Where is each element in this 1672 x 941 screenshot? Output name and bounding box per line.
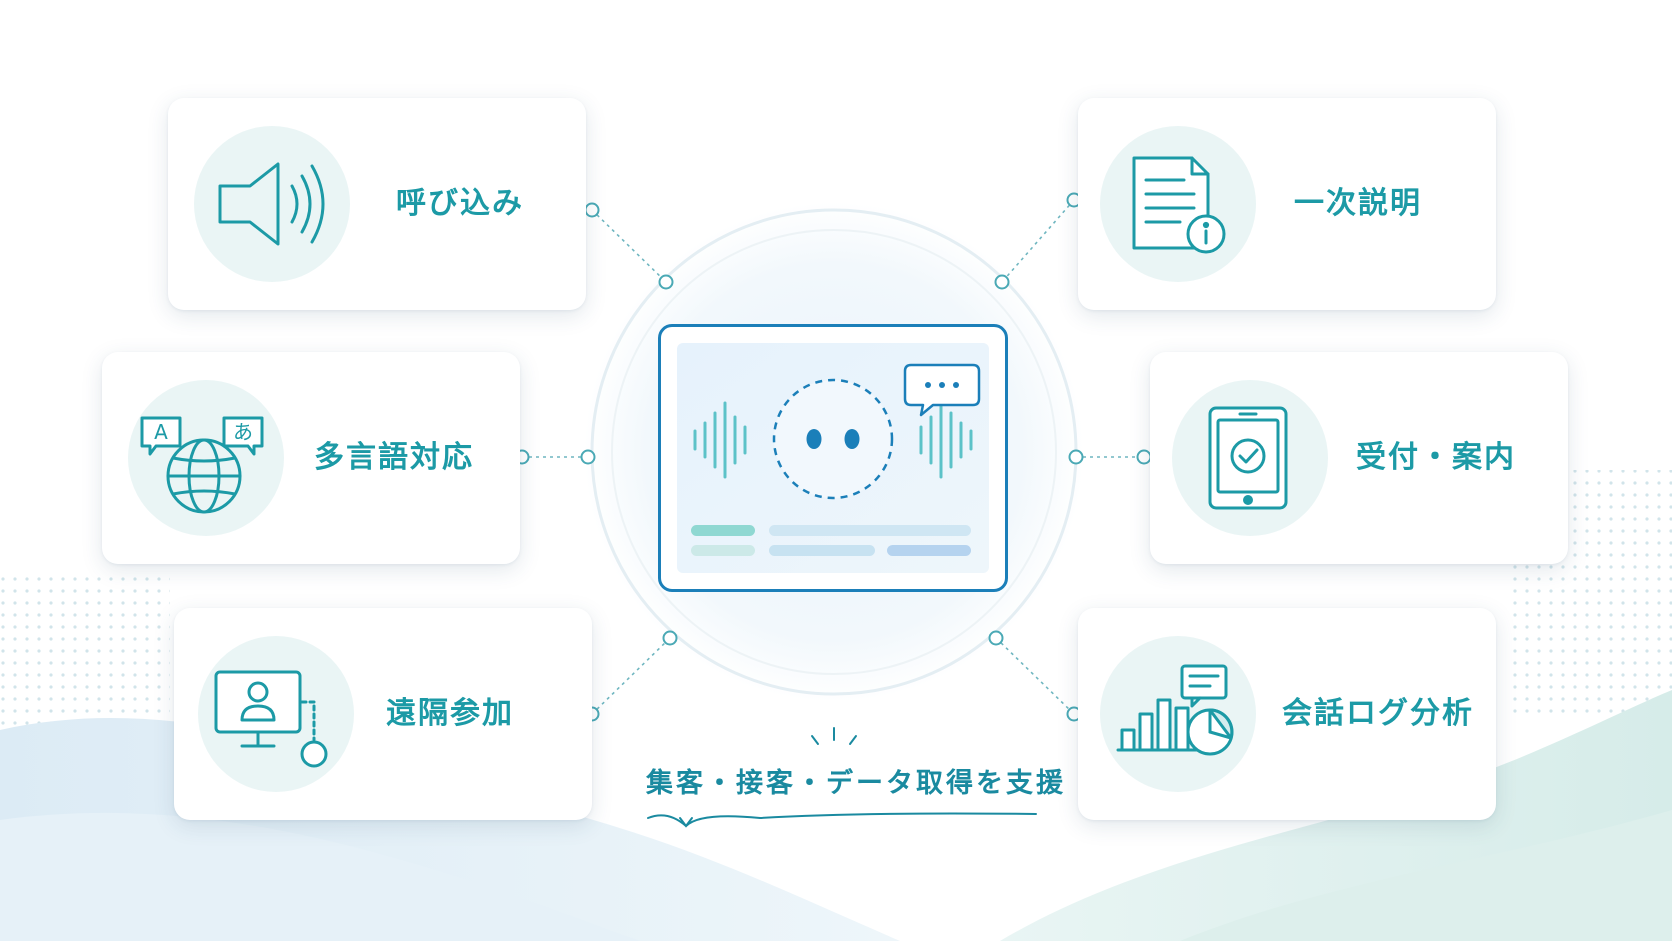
globe-translate-icon <box>140 416 264 514</box>
feature-label: 会話ログ分析 <box>1282 696 1474 731</box>
tablet-check-icon <box>1208 406 1288 510</box>
document-info-icon <box>1132 156 1226 254</box>
text-placeholder-bars <box>691 525 971 556</box>
feature-label: 多言語対応 <box>314 440 474 475</box>
monitor-user-icon <box>214 670 328 768</box>
badge-letter-a: A <box>154 420 168 444</box>
feature-card-ichiji: 一次説明 <box>1078 98 1496 310</box>
feature-label: 遠隔参加 <box>386 696 514 731</box>
feature-card-enkaku: 遠隔参加 <box>174 608 592 820</box>
sound-wave-right-icon <box>919 401 973 479</box>
icon-circle <box>194 126 350 282</box>
speaker-icon <box>218 162 325 246</box>
icon-circle <box>1172 380 1328 536</box>
feature-card-yobikomi: 呼び込み <box>168 98 586 310</box>
feature-label: 一次説明 <box>1294 186 1422 221</box>
robot-face-icon <box>772 378 894 500</box>
chat-bubble-icon <box>903 363 981 417</box>
icon-circle <box>1100 636 1256 792</box>
icon-circle <box>198 636 354 792</box>
tagline-text: 集客・接客・データ取得を支援 <box>646 768 1066 799</box>
sound-wave-left-icon <box>693 401 747 479</box>
feature-label: 呼び込み <box>396 186 524 221</box>
feature-card-uketsuke: 受付・案内 <box>1150 352 1568 564</box>
center-device <box>658 324 1008 592</box>
icon-circle: A あ <box>128 380 284 536</box>
chart-analytics-icon <box>1116 664 1234 756</box>
center-screen <box>677 343 989 573</box>
icon-circle <box>1100 126 1256 282</box>
badge-letter-hiragana: あ <box>233 420 253 444</box>
feature-card-tagengo: A あ 多言語対応 <box>102 352 520 564</box>
feature-label: 受付・案内 <box>1356 440 1516 475</box>
feature-card-kaiwa: 会話ログ分析 <box>1078 608 1496 820</box>
